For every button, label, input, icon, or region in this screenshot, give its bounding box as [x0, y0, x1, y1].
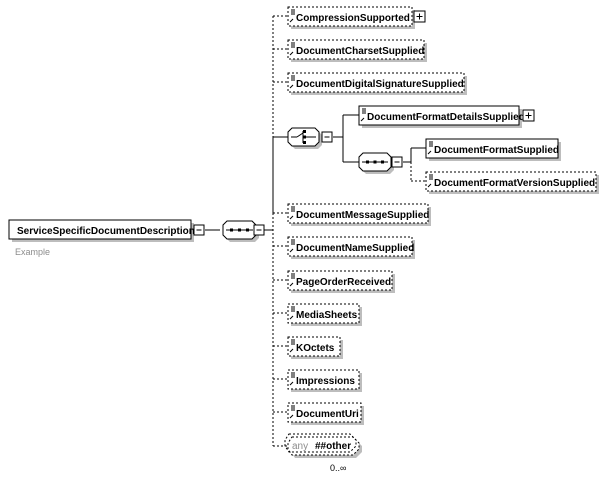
element-leaf-icon — [289, 206, 295, 220]
element-label: DocumentFormatSupplied — [434, 145, 559, 156]
element-document-format-version-supplied[interactable]: DocumentFormatVersionSupplied — [425, 171, 599, 194]
element-leaf-icon — [427, 174, 433, 188]
element-document-format-details-supplied[interactable]: DocumentFormatDetailsSupplied — [358, 105, 525, 128]
sequence-compositor-icon[interactable] — [222, 220, 259, 242]
element-document-name-supplied[interactable]: DocumentNameSupplied — [287, 236, 415, 259]
element-leaf-icon — [289, 306, 295, 320]
element-label: CompressionSupported — [296, 13, 410, 24]
sequence-compositor-icon[interactable] — [358, 152, 394, 174]
element-label: DocumentFormatDetailsSupplied — [367, 112, 525, 123]
root-annotation: Example — [15, 247, 50, 257]
element-leaf-icon — [289, 273, 295, 287]
element-leaf-icon — [289, 372, 295, 386]
element-document-digital-signature-supplied[interactable]: DocumentDigitalSignatureSupplied — [287, 72, 467, 95]
element-label: DocumentUri — [296, 409, 359, 420]
element-leaf-icon — [360, 108, 366, 122]
element-leaf-icon — [289, 75, 295, 89]
wildcard-occurrence: 0..∞ — [330, 463, 346, 473]
minus-box-icon[interactable] — [391, 156, 403, 168]
element-label: DocumentCharsetSupplied — [296, 46, 424, 57]
element-leaf-icon — [289, 239, 295, 253]
element-page-order-received[interactable]: PageOrderReceived — [287, 270, 395, 293]
element-media-sheets[interactable]: MediaSheets — [287, 303, 362, 326]
element-leaf-icon — [289, 9, 295, 23]
root-label: ServiceSpecificDocumentDescription — [17, 226, 195, 237]
minus-box-icon[interactable] — [193, 224, 205, 236]
wildcard-any-other[interactable]: any ##other — [284, 433, 362, 458]
choice-compositor-icon[interactable] — [287, 127, 322, 149]
element-document-message-supplied[interactable]: DocumentMessageSupplied — [287, 203, 431, 226]
element-label: KOctets — [296, 343, 335, 354]
element-leaf-icon — [289, 405, 295, 419]
root-element[interactable]: ServiceSpecificDocumentDescription Examp… — [8, 219, 205, 257]
element-label: Impressions — [296, 376, 355, 387]
element-k-octets[interactable]: KOctets — [287, 336, 343, 359]
connectors — [205, 15, 426, 447]
element-document-uri[interactable]: DocumentUri — [287, 402, 364, 425]
wildcard-prefix: any — [292, 441, 308, 452]
element-label: PageOrderReceived — [296, 277, 391, 288]
element-label: DocumentNameSupplied — [296, 243, 414, 254]
element-label: MediaSheets — [296, 310, 358, 321]
element-impressions[interactable]: Impressions — [287, 369, 362, 392]
element-document-charset-supplied[interactable]: DocumentCharsetSupplied — [287, 39, 427, 62]
element-label: DocumentDigitalSignatureSupplied — [296, 79, 464, 90]
element-leaf-icon — [289, 42, 295, 56]
element-label: DocumentFormatVersionSupplied — [434, 178, 595, 189]
element-leaf-icon — [289, 339, 295, 353]
minus-box-icon[interactable] — [253, 224, 265, 236]
element-label: DocumentMessageSupplied — [296, 210, 429, 221]
plus-box-icon[interactable] — [522, 109, 535, 122]
element-compression-supported[interactable]: CompressionSupported — [287, 6, 415, 29]
minus-box-icon[interactable] — [321, 131, 333, 143]
plus-box-icon[interactable] — [413, 10, 426, 23]
element-leaf-icon — [427, 141, 433, 155]
element-document-format-supplied[interactable]: DocumentFormatSupplied — [425, 138, 561, 161]
wildcard-namespace: ##other — [315, 441, 351, 452]
